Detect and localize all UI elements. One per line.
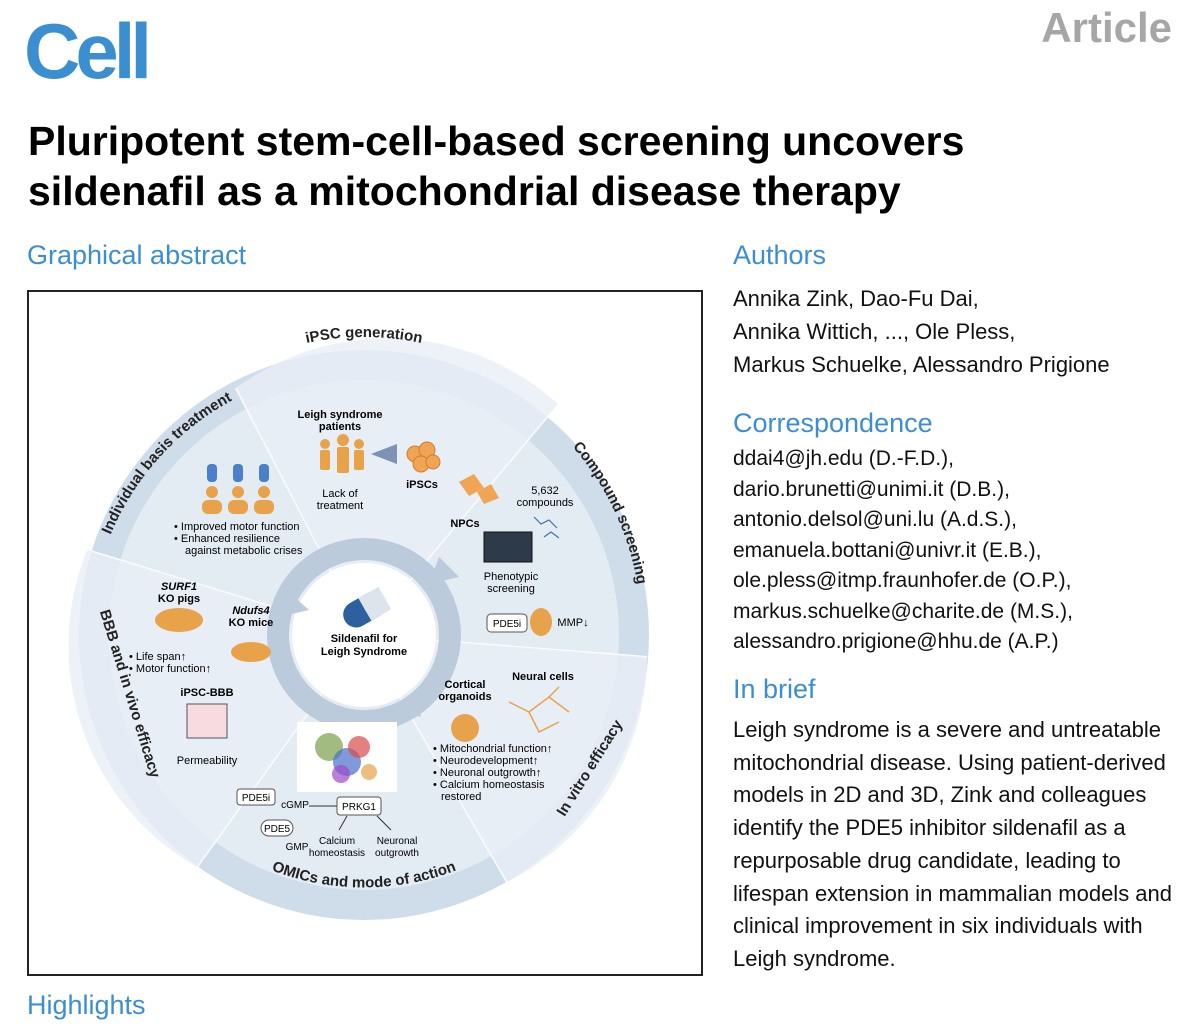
umap-points [315,733,377,783]
permeability-label: Permeability [177,755,238,767]
cgmp-label: cGMP [281,800,309,811]
npcs-label: NPCs [450,518,479,530]
mmp-label: MMP↓ [557,617,588,629]
email-link[interactable]: dario.brunetti@unimi.it (D.B.), [733,477,1010,501]
neural-cells-label: Neural cells [512,671,574,683]
email-link[interactable]: antonio.delsol@uni.lu (A.d.S.), [733,508,1017,531]
graphical-abstract-heading: Graphical abstract [27,240,247,270]
prkg1-box [336,796,382,816]
neuron-icon [508,686,570,734]
compounds-label: compounds [517,497,574,509]
ipscs-label: iPSCs [406,479,438,491]
center-label: Leigh Syndrome [321,646,407,658]
individual-bullet: • Enhanced resilience [174,533,280,545]
vial-icons [207,464,269,482]
article-title: Pluripotent stem-cell-based screening un… [28,116,1178,216]
individual-bullet: • Improved motor function [174,521,300,533]
email-link[interactable]: ole.pless@itmp.fraunhofer.de (O.P.), [733,569,1072,592]
lack-treatment-label: Lack of [322,488,358,500]
arrow-icon [338,815,348,831]
ko-pigs-label: KO pigs [158,593,200,605]
in-brief-text: Leigh syndrome is a severe and untreatab… [733,717,1173,971]
author-line: Annika Zink, Dao-Fu Dai, [733,286,979,311]
graphical-abstract-figure: Sildenafil for Leigh Syndrome iPSC gener… [27,290,703,976]
author-line: Annika Wittich, ..., Ole Pless, [733,319,1016,344]
pde5i-omics-box [236,788,276,806]
cycle-arrow-icon [394,692,421,717]
invitro-bullet: • Neurodevelopment↑ [433,755,538,767]
lack-treatment-label: treatment [317,500,363,512]
phenotypic-label: Phenotypic [484,571,539,583]
neuronal-label: outgrowth [375,848,419,859]
phenotypic-label: screening [487,583,535,595]
author-list: Annika Zink, Dao-Fu Dai, Annika Wittich,… [733,282,1183,381]
invitro-bullet: restored [441,791,481,803]
ipsc-bbb-label: iPSC-BBB [180,687,233,699]
email-link[interactable]: ddai4@jh.edu (D.-F.D.), [733,447,954,470]
cycle-arrow-icon [279,594,309,617]
family-icon [320,434,364,473]
article-type-label: Article [1041,4,1172,51]
journal-logo: Cell [24,7,152,95]
highlights-heading: Highlights [27,990,146,1020]
mouse-icon [231,642,271,662]
correspondence-list: ddai4@jh.edu (D.-F.D.), dario.brunetti@u… [733,444,1183,658]
title-line: sildenafil as a mitochondrial disease th… [28,168,901,214]
pill-icon [343,586,392,628]
motor-bullet: • Motor function↑ [129,663,211,675]
organoids-label: Cortical [445,679,486,691]
neuronal-label: Neuronal [377,836,418,847]
molecule-icon [533,516,560,539]
calcium-label: Calcium [319,836,355,847]
invitro-bullet: • Mitochondrial function↑ [433,743,552,755]
invitro-bullet: • Neuronal outgrowth↑ [433,767,541,779]
invitro-bullets: • Mitochondrial function↑ • Neurodevelop… [433,743,552,803]
ipsc-patients-label: patients [319,421,361,433]
ipsc-colony-icon [406,441,441,473]
plate-icon [483,531,533,563]
pde5i-omics-label: PDE5i [242,793,270,804]
prkg1-label: PRKG1 [342,802,376,813]
calcium-label: homeostasis [309,848,365,859]
cycle-arrow-icon [429,557,459,584]
email-link[interactable]: markus.schuelke@charite.de (M.S.), [733,599,1073,623]
npc-cells-icon [459,474,499,504]
organoid-icon [451,714,479,742]
gmp-label: GMP [286,842,309,853]
individual-bullet: against metabolic crises [185,545,303,557]
ko-mice-label: KO mice [229,617,274,629]
organoids-label: organoids [438,691,491,703]
people-icon [202,486,274,514]
author-line: Markus Schuelke, Alessandro Prigione [733,352,1110,377]
center-circle [292,563,436,707]
email-link[interactable]: emanuela.bottani@univr.it (E.B.), [733,538,1042,562]
pde5i-label: PDE5i [493,619,521,630]
arrow-icon [371,444,397,464]
center-label: Sildenafil for [331,633,398,645]
life-span-bullet: • Life span↑ [129,651,186,663]
pde5i-box [486,613,528,633]
ndufs4-label: Ndufs4 [232,605,269,617]
mitochondrion-icon [530,608,552,636]
compounds-label: 5,632 [531,485,559,497]
ring-label-ipsc: iPSC generation [304,324,424,347]
surf1-label: SURF1 [161,581,197,593]
pig-icon [155,608,203,632]
pde5-box [260,819,294,837]
title-line: Pluripotent stem-cell-based screening un… [28,118,965,164]
correspondence-heading: Correspondence [733,408,933,438]
arrow-icon [376,815,392,831]
pde5-label: PDE5 [264,824,291,835]
in-brief-heading: In brief [733,674,816,704]
authors-heading: Authors [733,240,827,270]
ipsc-patients-label: Leigh syndrome [298,409,383,421]
inner-cycle-ring [267,538,461,732]
graphical-abstract-svg: Sildenafil for Leigh Syndrome iPSC gener… [68,324,650,920]
email-link[interactable]: alessandro.prigione@hhu.de (A.P.) [733,630,1059,653]
invitro-bullet: • Calcium homeostasis [433,779,545,791]
transwell-icon [186,703,228,739]
